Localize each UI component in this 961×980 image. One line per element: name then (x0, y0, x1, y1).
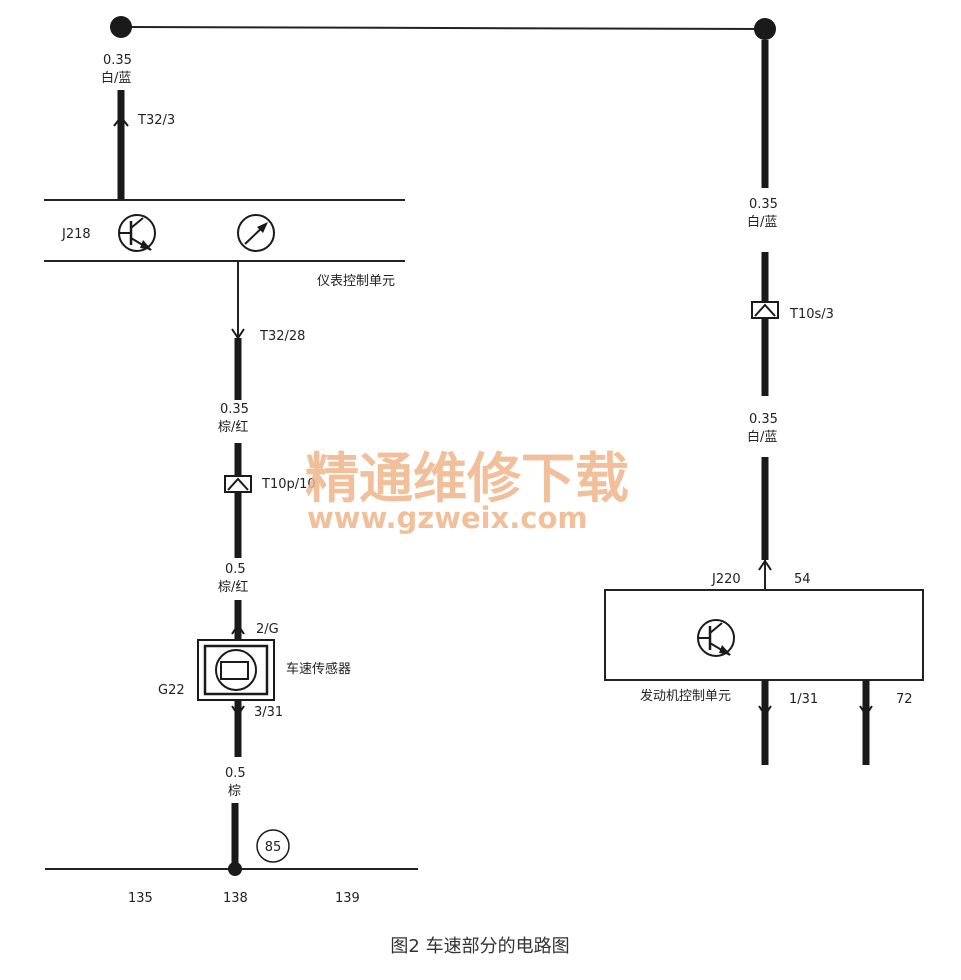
junction-node-left (110, 16, 132, 38)
wire-gauge-label: 0.35 (220, 402, 249, 417)
connector-label-t32-3: T32/3 (137, 113, 175, 128)
arrow-up-icon (758, 559, 772, 571)
figure-caption: 图2 车速部分的电路图 (390, 936, 569, 957)
g22-pin-bottom-label: 3/31 (254, 705, 283, 720)
wire-color-label: 棕/红 (218, 579, 248, 595)
arrow-up-icon (231, 623, 245, 635)
j220-pin-54-label: 54 (794, 572, 811, 587)
transistor-icon (697, 619, 735, 657)
ground-point-label: 85 (265, 840, 282, 855)
arrow-down-icon (758, 705, 772, 717)
ground-point-circle (256, 829, 290, 863)
j218-name-label: 仪表控制单元 (317, 274, 395, 289)
j220-name-label: 发动机控制单元 (640, 688, 731, 704)
ground-position-label: 139 (335, 891, 360, 906)
transistor-icon (118, 214, 156, 252)
g22-id-label: G22 (158, 683, 185, 698)
ground-position-label: 135 (128, 891, 153, 906)
wire-gauge-label: 0.35 (103, 53, 132, 68)
connector-icon (224, 475, 252, 493)
j220-pin-1-31-label: 1/31 (789, 692, 818, 707)
wire-color-label: 白/蓝 (747, 214, 777, 230)
arrow-up-icon (113, 115, 129, 127)
g22-name-label: 车速传感器 (286, 661, 351, 677)
wire-color-label: 棕 (228, 784, 241, 799)
ground-position-label: 138 (223, 891, 248, 906)
connector-icon (751, 301, 779, 319)
wire-color-label: 白/蓝 (747, 429, 777, 445)
j220-pin-72-label: 72 (896, 692, 913, 707)
wire-gauge-label: 0.5 (225, 562, 246, 577)
j220-box (604, 589, 924, 681)
speedometer-gauge-icon (237, 214, 275, 252)
wire-gauge-label: 0.35 (749, 412, 778, 427)
wire-color-label: 白/蓝 (101, 70, 131, 86)
junction-node-right (754, 18, 776, 40)
g22-pin-top-label: 2/G (256, 622, 279, 637)
arrow-down-icon (231, 705, 245, 717)
arrow-down-icon (859, 705, 873, 717)
speed-sensor-icon (197, 639, 275, 701)
wire-gauge-label: 0.5 (225, 766, 246, 781)
j220-id-label: J220 (711, 572, 741, 587)
j218-id-label: J218 (61, 227, 91, 242)
connector-label-t10p-10: T10p/10 (261, 477, 316, 492)
ground-junction-node (228, 862, 242, 876)
connector-label-t10s-3: T10s/3 (789, 307, 834, 322)
watermark-url: www.gzweix.com (307, 501, 588, 535)
connector-label-t32-28: T32/28 (259, 329, 305, 344)
wire-gauge-label: 0.35 (749, 197, 778, 212)
watermark-title: 精通维修下载 (305, 446, 629, 510)
top-bus-wire (120, 26, 766, 30)
wire-color-label: 棕/红 (218, 419, 248, 435)
